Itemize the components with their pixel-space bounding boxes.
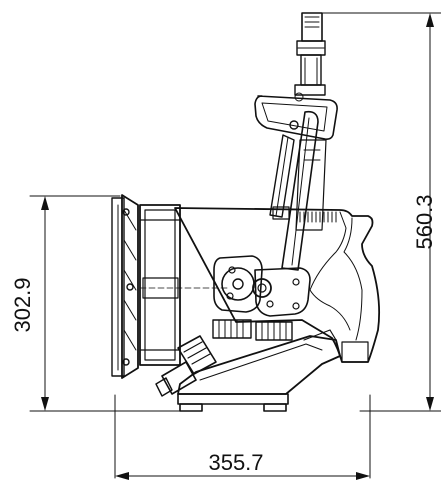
- rear-housing-outline: [174, 207, 381, 363]
- yoke-arm-edge: [275, 136, 289, 217]
- rear-foot: [341, 341, 369, 363]
- dimension-label-height: 302.9: [10, 277, 35, 332]
- front-frame: [111, 194, 139, 379]
- yoke-top-plate: [254, 95, 338, 140]
- barrel-inner: [144, 209, 176, 361]
- hub-bolt: [292, 302, 300, 310]
- front-frame-bezel: [111, 197, 125, 377]
- angled-connector-ribs: [183, 341, 211, 365]
- spigot-flange: [294, 84, 326, 96]
- base-outline: [177, 335, 341, 395]
- dimension-label-depth: 355.7: [208, 450, 263, 475]
- yoke-plate-inner: [261, 102, 328, 132]
- yoke-arm-clamp: [272, 206, 290, 220]
- yoke-hub-knob: [252, 278, 272, 298]
- arrowhead: [41, 196, 49, 210]
- yoke-arm-front: [281, 110, 319, 271]
- front-frame-hatch: [123, 209, 137, 351]
- yoke-bolt: [289, 120, 299, 130]
- pivot-block: [213, 255, 263, 313]
- fixture-drawing: [111, 12, 381, 412]
- angled-connector-gland: [161, 361, 197, 395]
- yoke-arm-rear: [269, 134, 295, 218]
- pivot-center: [232, 278, 244, 290]
- angled-connector: [155, 335, 217, 397]
- front-frame-outline: [121, 194, 139, 379]
- tilt-pivot: [213, 255, 311, 317]
- lens-barrel: [139, 204, 231, 366]
- connector-knob: [212, 319, 252, 339]
- rear-housing: [174, 207, 381, 363]
- housing-contour: [309, 211, 351, 331]
- frame-screw: [126, 283, 134, 291]
- arrowhead: [356, 472, 370, 480]
- base: [177, 329, 341, 412]
- yoke-arm-edge: [291, 117, 310, 266]
- angled-connector-tip: [155, 377, 173, 397]
- yoke-hub: [254, 267, 311, 317]
- lower-connectors: [212, 319, 293, 341]
- arrowhead: [41, 397, 49, 411]
- barrel-body: [139, 204, 181, 366]
- cooling-fins: [299, 211, 337, 223]
- hub-bolt: [228, 266, 236, 274]
- spigot-tube: [300, 54, 322, 86]
- mounting-spigot: [294, 12, 326, 96]
- dimension-label-overall-height: 560.3: [412, 194, 437, 249]
- arrowhead: [426, 13, 434, 27]
- pivot-bolt: [226, 292, 234, 300]
- hub-bolt: [292, 278, 300, 286]
- arrowhead: [426, 397, 434, 411]
- yoke-top: [254, 92, 338, 140]
- base-contour: [303, 329, 337, 341]
- dimension-height-left: 302.9: [10, 195, 181, 412]
- frame-screw: [122, 208, 130, 216]
- frame-screw: [122, 358, 130, 366]
- arrowhead: [115, 472, 129, 480]
- base-plate: [177, 393, 289, 405]
- dimension-height-right: 560.3: [311, 12, 441, 412]
- dimension-depth: 355.7: [114, 394, 371, 480]
- base-foot: [179, 403, 203, 412]
- base-contour: [199, 343, 323, 381]
- yoke-top-bolt: [294, 92, 304, 102]
- yoke-arm: [269, 110, 327, 271]
- housing-contour: [343, 217, 363, 341]
- yoke-hub-knob-center: [257, 283, 267, 293]
- base-foot: [263, 403, 287, 412]
- hub-bolt: [266, 300, 274, 308]
- yoke-arm-side: [295, 139, 327, 231]
